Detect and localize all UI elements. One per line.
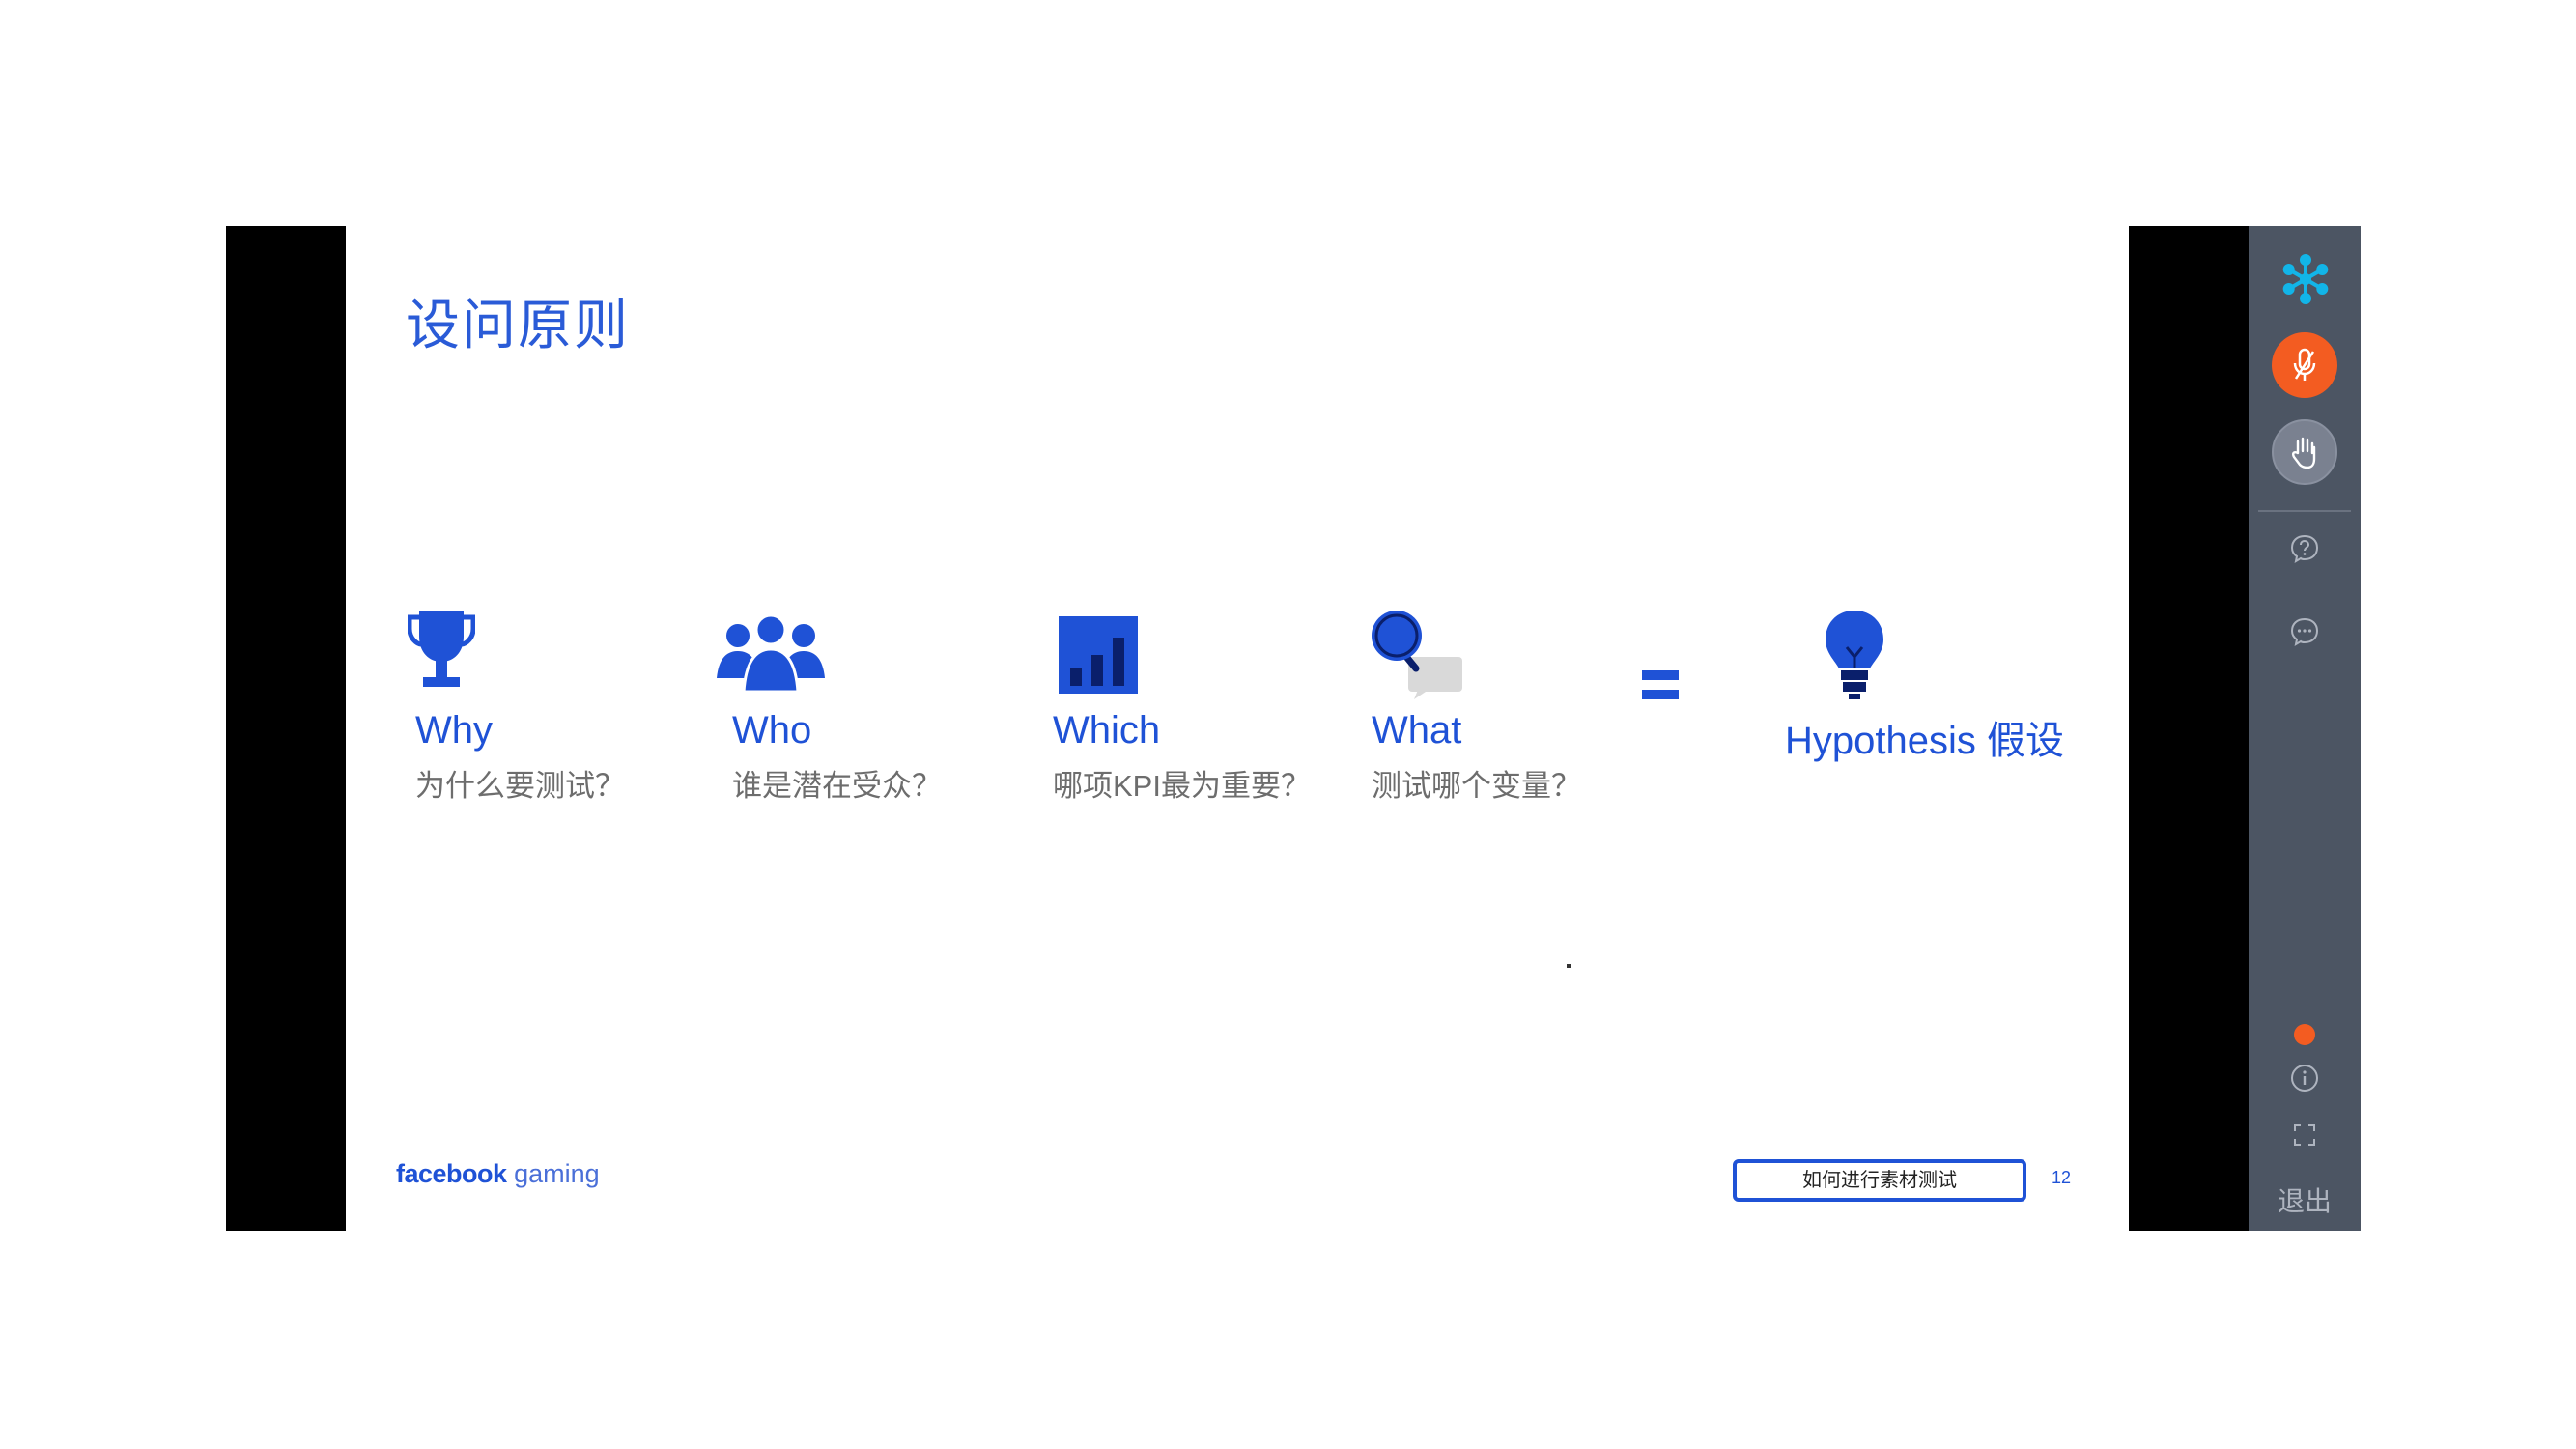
what-subtitle: 测试哪个变量？	[1372, 769, 1581, 803]
magnifier-chat-icon	[1370, 609, 1466, 701]
presentation-frame: 设问原则 Why 为什么要测试？ Who	[226, 226, 2361, 1231]
brand-bold: facebook	[396, 1159, 507, 1188]
fullscreen-icon[interactable]	[2292, 1122, 2317, 1152]
microphone-button[interactable]	[2272, 332, 2337, 398]
recording-indicator	[2294, 1024, 2315, 1045]
chat-bubble-icon[interactable]	[2289, 616, 2320, 652]
page-number: 12	[2052, 1168, 2072, 1187]
bar-chart-icon	[1059, 616, 1138, 694]
slide: 设问原则 Why 为什么要测试？ Who	[346, 226, 2129, 1231]
why-label: Why	[415, 709, 493, 752]
trophy-icon	[408, 608, 475, 695]
exit-button[interactable]: 退出	[2277, 1186, 2332, 1216]
hypothesis-label: Hypothesis 假设	[1785, 720, 2064, 762]
question-bubble-icon[interactable]	[2289, 533, 2320, 569]
people-group-icon	[717, 611, 825, 694]
slide-title: 设问原则	[406, 295, 630, 355]
who-subtitle: 谁是潜在受众？	[732, 769, 942, 803]
raise-hand-icon	[2292, 437, 2316, 469]
raise-hand-button[interactable]	[2272, 419, 2337, 485]
why-subtitle: 为什么要测试？	[415, 769, 625, 803]
facebook-gaming-logo: facebook gaming	[396, 1159, 600, 1189]
sidebar-divider	[2258, 510, 2351, 512]
equals-sign	[1642, 668, 1679, 706]
meeting-sidebar: 退出	[2249, 226, 2361, 1231]
snowflake-logo-icon[interactable]	[2279, 253, 2332, 310]
brand-light: gaming	[514, 1159, 600, 1188]
which-subtitle: 哪项KPI最为重要？	[1053, 769, 1311, 803]
what-label: What	[1372, 709, 1462, 752]
lightbulb-icon	[1824, 609, 1885, 701]
mouse-cursor	[1567, 964, 1571, 968]
which-label: Which	[1053, 709, 1161, 752]
microphone-muted-icon	[2293, 348, 2316, 381]
info-icon[interactable]	[2289, 1063, 2320, 1098]
who-label: Who	[732, 709, 812, 752]
section-label-box: 如何进行素材测试	[1733, 1159, 2026, 1202]
